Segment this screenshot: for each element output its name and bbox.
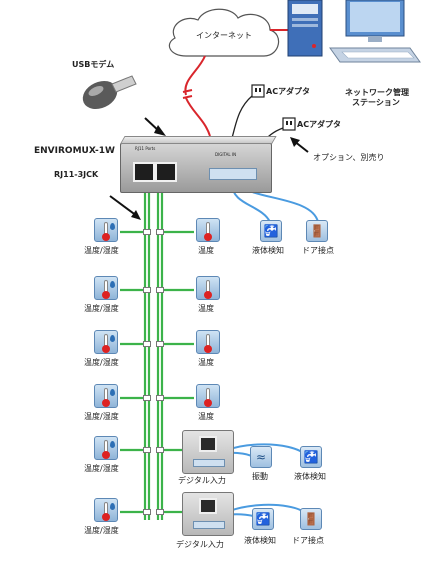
door-contact-icon: 🚪: [300, 508, 322, 530]
junction-connector: [156, 509, 164, 515]
network-station-label-line2: ステーション: [352, 98, 400, 107]
vibration-sensor-icon: ≈: [250, 446, 272, 468]
rj11-port-1: [133, 162, 155, 182]
usb-modem-label: USBモデム: [72, 60, 115, 69]
door-contact-icon: 🚪: [306, 220, 328, 242]
internet-cloud: [168, 8, 280, 57]
ac-adapter-1-icon: [251, 84, 265, 98]
ac-adapter-1-label: ACアダプタ: [266, 87, 311, 96]
junction-connector: [143, 447, 151, 453]
expander1-contact-label: 液体検知: [294, 472, 326, 481]
sensor-left-label: 温度/湿度: [84, 412, 119, 421]
ac-adapter-2-label: ACアダプタ: [297, 120, 342, 129]
device-contact-label: ドア接点: [302, 246, 334, 255]
junction-connector: [143, 287, 151, 293]
water-leak-sensor-icon: 🚰: [252, 508, 274, 530]
sensor-left-label: 温度/湿度: [84, 246, 119, 255]
expander-label: デジタル入力: [176, 540, 224, 549]
digital-in-terminal: [209, 168, 257, 180]
temp-humidity-sensor-icon: [94, 330, 118, 354]
expander-label: デジタル入力: [178, 476, 226, 485]
workstation-icon: [329, 0, 421, 63]
network-station-label-line1: ネットワーク管理: [345, 88, 409, 97]
expander2-contact-label: ドア接点: [292, 536, 324, 545]
rj11-port-label: RJ11 Ports: [135, 146, 156, 151]
rj11-port-2: [155, 162, 177, 182]
junction-connector: [143, 395, 151, 401]
digital-input-expander: [182, 430, 234, 474]
sensor-left-label: 温度/湿度: [84, 526, 119, 535]
sensor-left-label: 温度/湿度: [84, 464, 119, 473]
temp-humidity-sensor-icon: [94, 218, 118, 242]
internet-label: インターネット: [196, 31, 252, 40]
sensor-trunk: [143, 188, 164, 520]
temperature-sensor-icon: [196, 330, 220, 354]
junction-connector: [143, 341, 151, 347]
junction-connector: [143, 229, 151, 235]
temperature-sensor-icon: [196, 218, 220, 242]
temp-humidity-sensor-icon: [94, 436, 118, 460]
expander2-contact-label: 液体検知: [244, 536, 276, 545]
temp-humidity-sensor-icon: [94, 384, 118, 408]
sensor-branches: [120, 230, 194, 514]
digital-in-label: DIGITAL IN: [215, 152, 237, 157]
junction-connector: [156, 395, 164, 401]
sensor-right-label: 温度: [198, 412, 214, 421]
device-top-panel: [120, 136, 277, 144]
sensor-right-label: 温度: [198, 358, 214, 367]
optional-label: オプション、別売り: [313, 153, 385, 162]
water-leak-sensor-icon: 🚰: [300, 446, 322, 468]
usb-modem-icon: [82, 75, 137, 110]
enviromux-device: RJ11 Ports DIGITAL IN: [120, 136, 277, 193]
junction-connector: [156, 229, 164, 235]
connector-label: RJ11-3JCK: [54, 170, 99, 179]
junction-connector: [156, 287, 164, 293]
temperature-sensor-icon: [196, 276, 220, 300]
temperature-sensor-icon: [196, 384, 220, 408]
temp-humidity-sensor-icon: [94, 276, 118, 300]
sensor-right-label: 温度: [198, 246, 214, 255]
temp-humidity-sensor-icon: [94, 498, 118, 522]
digital-input-expander: [182, 492, 234, 536]
ac-adapter-2-icon: [282, 117, 296, 131]
device-contact-label: 液体検知: [252, 246, 284, 255]
junction-connector: [143, 509, 151, 515]
water-leak-sensor-icon: 🚰: [260, 220, 282, 242]
connector-arrow: [109, 195, 138, 217]
sensor-right-label: 温度: [198, 304, 214, 313]
internet-to-device-cable: [182, 55, 211, 137]
device-name-label: ENVIROMUX-1W: [34, 146, 115, 156]
sensor-left-label: 温度/湿度: [84, 358, 119, 367]
server-tower-icon: [287, 0, 323, 57]
junction-connector: [156, 341, 164, 347]
junction-connector: [156, 447, 164, 453]
sensor-left-label: 温度/湿度: [84, 304, 119, 313]
expander1-contact-label: 振動: [252, 472, 268, 481]
